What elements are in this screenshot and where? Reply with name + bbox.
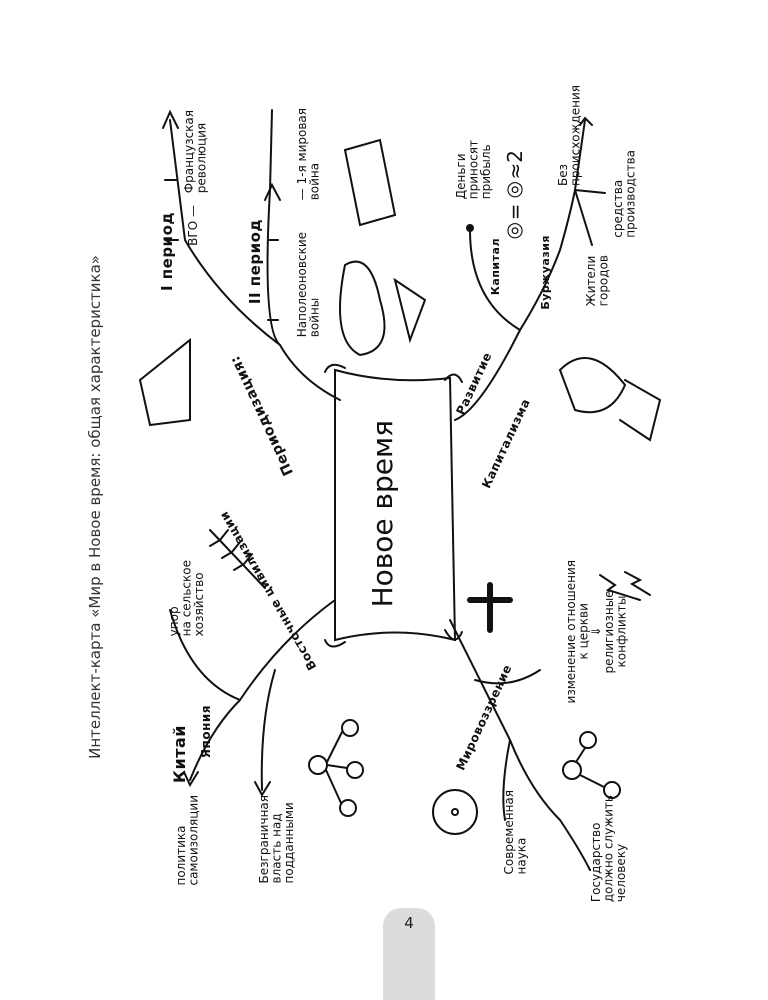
page-number-tab: 4 bbox=[383, 908, 435, 1000]
bourgeoisie-means: средства производства bbox=[611, 150, 638, 238]
japan-label: Япония bbox=[199, 705, 213, 759]
hierarchy-diagram-icon bbox=[308, 719, 364, 817]
period2-label: II период bbox=[246, 219, 264, 305]
napoleon-portrait-icon bbox=[339, 260, 427, 357]
worldview-church: изменение отношения к церкви ⇓ религиозн… bbox=[564, 560, 629, 704]
capital-note: Деньги приносят прибыль bbox=[454, 140, 494, 200]
lightning-icon bbox=[599, 571, 651, 601]
central-topic: Новое время bbox=[366, 420, 399, 608]
knight-icon bbox=[138, 337, 191, 427]
bourgeoisie-origin: Без происхождения bbox=[556, 85, 583, 186]
state-diagram-icon bbox=[562, 731, 621, 799]
branch-worldview bbox=[449, 619, 591, 871]
bourgeoisie-cities: Жители городов bbox=[584, 255, 611, 307]
period2-end: — 1-я мировая война bbox=[295, 108, 322, 201]
worldview-state: Государство должно служить человеку bbox=[589, 795, 629, 903]
wheat-icon bbox=[209, 529, 266, 589]
scroll-icon bbox=[324, 363, 463, 648]
period1-end: Французская революция bbox=[182, 110, 209, 194]
capital-formula: ◎=◎≈2 bbox=[503, 150, 527, 245]
branch-capitalism bbox=[454, 189, 576, 421]
radiation-icon bbox=[432, 789, 478, 835]
portrait-icon bbox=[558, 357, 662, 442]
page-number: 4 bbox=[404, 914, 414, 932]
china-label: Китай bbox=[170, 725, 189, 784]
period2-start: Наполеоновские войны bbox=[295, 232, 322, 338]
east-power: Безграничная власть над подданными bbox=[257, 795, 297, 884]
bourgeoisie-label: Буржуазия bbox=[539, 235, 552, 310]
east-isolation: политика самоизоляции bbox=[174, 795, 201, 886]
tv-icon bbox=[343, 138, 397, 227]
worldview-science: Современная наука bbox=[502, 790, 529, 875]
capital-label: Капитал bbox=[489, 238, 502, 296]
east-agriculture: упор на сельское хозяйство bbox=[167, 560, 207, 637]
cross-icon bbox=[467, 582, 513, 633]
period1-start: ВГО — bbox=[186, 205, 200, 246]
period1-label: I период bbox=[158, 212, 176, 292]
